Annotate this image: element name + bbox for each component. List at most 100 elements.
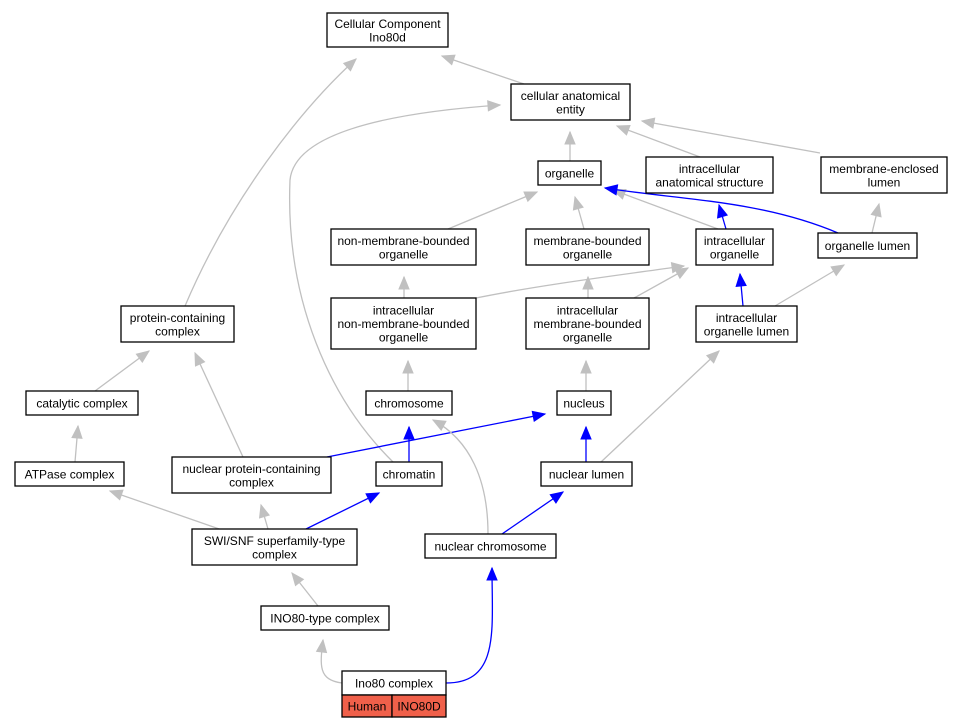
node-label-line: organelle [545,167,595,181]
gene-cell-label: INO80D [397,700,441,714]
edge-membrane-enclosed-lumen-to-cellular-anatomical-entity [640,117,821,154]
arrowhead-icon [398,275,410,290]
node-label-line: intracellular [716,311,777,325]
arrowhead-icon [640,117,656,129]
node-atpase-complex[interactable]: ATPase complex [14,461,125,487]
node-label-line: membrane-bounded [533,234,641,248]
edge-intracellular-non-membrane-bounded-organelle-to-non-membrane-bounded-organelle [398,275,410,298]
arrowhead-icon [531,410,547,423]
node-chromosome[interactable]: chromosome [365,390,453,416]
edge-intracellular-membrane-bounded-organelle-to-intracellular-organelle [633,267,690,299]
arrowhead-icon [572,195,584,211]
edges-layer [71,54,882,684]
edge-ino80-type-complex-to-swi-snf-superfamily-type-complex [291,571,319,607]
arrowhead-icon [342,58,357,72]
edge-ino80-complex-to-ino80-type-complex [315,638,343,684]
node-nuclear-lumen[interactable]: nuclear lumen [540,461,633,487]
edge-nuclear-protein-containing-complex-to-nucleus [326,410,547,458]
node-nucleus[interactable]: nucleus [556,390,612,416]
arrowhead-icon [580,359,592,374]
arrowhead-icon [487,100,502,112]
edge-line [184,58,357,307]
node-label-line: intracellular [704,234,765,248]
node-label-line: lumen [868,175,901,189]
node-box [537,160,602,186]
edge-line [612,189,719,230]
gene-cell [391,694,447,718]
edge-nuclear-chromosome-to-chromosome [431,419,489,535]
annotation-badge: Human INO80D [341,694,447,718]
node-label-line: organelle lumen [825,239,910,253]
node-label-line: non-membrane-bounded [337,234,469,248]
edge-line [774,264,845,307]
edge-line [288,104,501,463]
arrowhead-icon [615,124,631,136]
node-label-line: complex [252,547,297,561]
node-label-line: intracellular [679,162,740,176]
edge-chromosome-to-intracellular-non-membrane-bounded-organelle [402,359,414,391]
node-box [525,228,650,266]
edge-nucleus-to-intracellular-membrane-bounded-organelle [580,359,592,391]
node-box [330,297,477,350]
node-label-line: SWI/SNF superfamily-type [204,534,346,548]
node-box [817,232,918,259]
node-label-line: organelle [563,331,613,345]
arrowhead-icon [71,424,83,439]
node-box [25,390,139,416]
node-ino80-type-complex[interactable]: INO80-type complex [260,605,390,631]
arrowhead-icon [431,419,447,432]
edge-line [432,419,489,535]
edge-line [641,120,821,154]
node-label-line: cellular anatomical [521,89,620,103]
edge-line [604,187,839,234]
node-box [510,83,631,121]
edge-cellular-anatomical-entity-to-cc-ino80d [440,54,525,85]
node-box [424,533,557,559]
arrowhead-icon [564,130,576,145]
node-organelle[interactable]: organelle [537,160,602,186]
node-box [695,228,774,266]
node-label-line: organelle lumen [704,324,789,338]
arrowhead-icon [403,425,415,440]
species-cell-label: Human [348,700,387,714]
node-nuclear-chromosome[interactable]: nuclear chromosome [424,533,557,559]
edge-line [194,352,244,458]
arrowhead-icon [258,503,271,519]
node-label-line: complex [229,475,274,489]
arrowhead-icon [735,272,747,287]
node-catalytic-complex[interactable]: catalytic complex [25,390,139,416]
edge-line [441,55,525,85]
node-organelle-lumen[interactable]: organelle lumen [817,232,918,259]
arrowhead-icon [716,203,729,219]
arrowhead-icon [108,489,124,501]
node-label-line: catalytic complex [36,397,127,411]
edge-line [475,265,685,299]
node-ino80-complex[interactable]: Ino80 complex [341,670,447,696]
node-label-line: complex [155,324,200,338]
edge-swi-snf-superfamily-type-complex-to-nuclear-protein-containing-complex [258,503,271,530]
node-chromatin[interactable]: chromatin [375,461,443,487]
node-intracellular-non-membrane-bounded-organelle[interactable]: intracellularnon-membrane-boundedorganel… [330,297,477,350]
node-label-line: Ino80 complex [355,677,433,691]
arrowhead-icon [830,264,846,277]
edge-chromatin-to-cellular-anatomical-entity [288,100,502,463]
edge-atpase-complex-to-catalytic-complex [71,424,83,463]
arrowhead-icon [580,425,592,440]
node-label-line: INO80-type complex [270,612,379,626]
node-box [645,156,774,194]
node-label-line: intracellular [557,304,618,318]
node-label-line: nuclear lumen [549,468,624,482]
arrowhead-icon [135,350,151,364]
